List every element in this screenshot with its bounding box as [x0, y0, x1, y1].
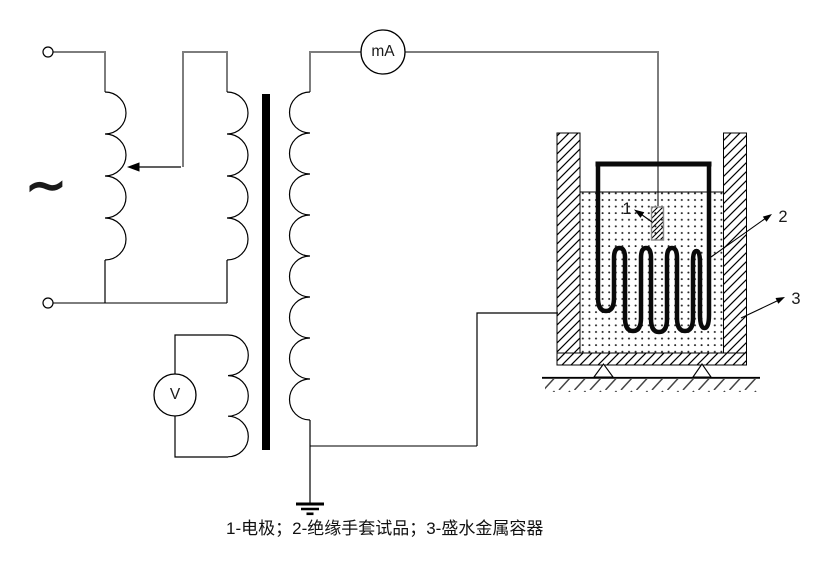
ground-plane-hatching	[545, 379, 757, 392]
voltmeter-winding	[227, 334, 249, 458]
autotransformer-coil	[104, 91, 127, 261]
callout-3-number: 3	[791, 289, 801, 308]
tap-arrowhead-icon	[127, 162, 140, 172]
circuit-wires	[53, 51, 659, 447]
leader-2	[710, 217, 767, 258]
wire-ma-to-electrode	[405, 51, 659, 206]
earth-ground-icon	[296, 502, 324, 516]
wire-to-tank	[476, 312, 558, 446]
callout-1-number: 1	[622, 199, 632, 218]
glove-specimen-outline	[595, 161, 712, 335]
voltmeter-label: V	[169, 386, 181, 403]
input-terminal-top	[42, 46, 54, 58]
leader-3-arrowhead-icon	[775, 297, 785, 304]
callout-2-number: 2	[778, 207, 788, 226]
milliammeter-label: mA	[371, 43, 395, 60]
leader-3	[740, 299, 780, 319]
leader-2-arrowhead-icon	[762, 214, 772, 222]
ac-source-symbol: ∼	[25, 157, 67, 213]
container-right-wall	[723, 132, 747, 354]
support-triangle-right	[691, 363, 713, 378]
electrode	[650, 206, 665, 241]
metal-container	[556, 132, 747, 366]
wire-secondary-to-ma	[309, 51, 361, 92]
component-lines	[104, 166, 558, 503]
transformer-core	[262, 94, 270, 450]
support-triangle-left	[592, 363, 615, 378]
leader-1-arrowhead-icon	[634, 209, 645, 218]
wire-tap-to-primary	[182, 51, 228, 167]
wire-source-top	[53, 51, 106, 92]
primary-winding	[226, 91, 249, 261]
input-terminal-bottom	[42, 297, 54, 309]
figure-caption: 1-电极；2-绝缘手套试品；3-盛水金属容器	[226, 519, 544, 538]
container-bottom	[556, 352, 747, 366]
container-left-wall	[556, 132, 581, 354]
milliammeter-circle	[360, 29, 406, 75]
voltmeter-circle	[153, 373, 197, 417]
voltmeter-branch	[174, 334, 228, 458]
secondary-winding	[288, 91, 311, 421]
